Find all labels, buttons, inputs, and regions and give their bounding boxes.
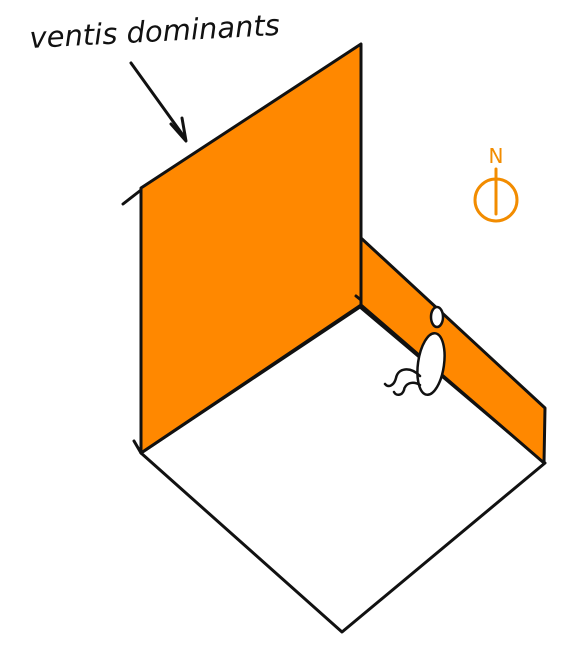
arrow-icon [129, 61, 188, 143]
north-label: N [489, 144, 504, 168]
person-legs [383, 368, 422, 396]
compass-north-icon: N [473, 144, 519, 223]
person-head [429, 305, 445, 329]
seated-person-icon [383, 305, 446, 397]
wall-bottom-edge-tick [132, 439, 143, 455]
person-body [416, 331, 446, 397]
prevailing-winds-label: ventis dominants [29, 8, 281, 55]
wall-top-edge-tick [121, 188, 143, 206]
windbreak-wall-right [359, 236, 547, 465]
